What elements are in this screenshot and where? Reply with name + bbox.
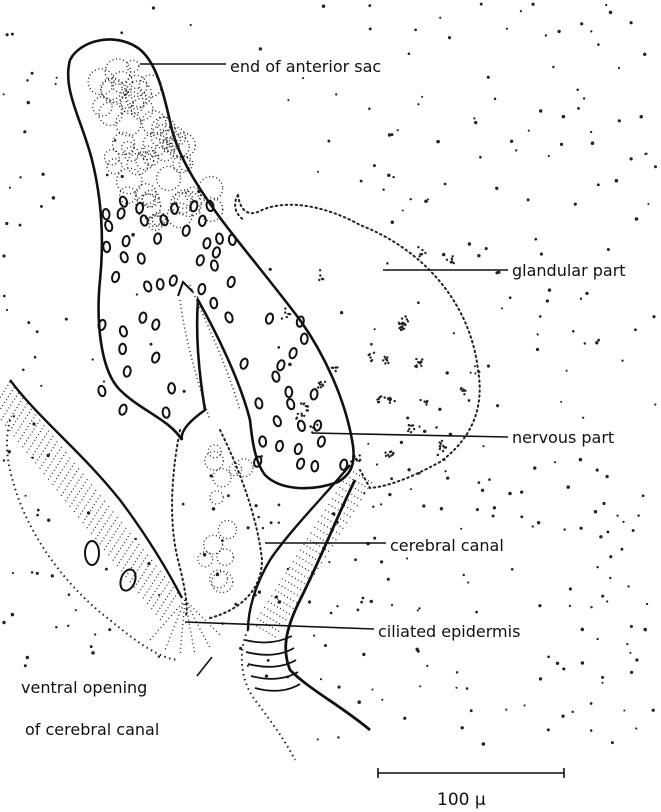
label-ciliated-epidermis: ciliated epidermis xyxy=(378,624,520,640)
anterior-sac-cells xyxy=(88,59,223,230)
right-epidermis-band xyxy=(242,465,374,760)
label-nervous-part: nervous part xyxy=(512,430,614,446)
label-ventral-opening-line1: ventral opening xyxy=(21,680,147,696)
epidermis-striations xyxy=(245,636,300,691)
right-epidermis-cilia xyxy=(254,470,374,638)
ventral-epidermis-band xyxy=(0,380,220,660)
label-glandular-part: glandular part xyxy=(512,263,626,279)
label-ventral-opening-line2: of cerebral canal xyxy=(25,722,159,738)
label-end-of-anterior-sac: end of anterior sac xyxy=(230,59,381,75)
lower-glandular-region xyxy=(172,430,262,618)
scale-bar xyxy=(378,768,564,778)
leader-ventral-opening xyxy=(197,657,212,676)
lower-cell-outlines xyxy=(198,445,253,593)
glandular-part-shape xyxy=(235,195,480,488)
leader-nervous-part xyxy=(312,433,508,437)
inner-canal-lining xyxy=(178,282,240,420)
leader-ciliated-epidermis xyxy=(185,622,374,629)
left-epidermis-cilia xyxy=(0,382,178,621)
label-cerebral-canal: cerebral canal xyxy=(390,538,504,554)
glandular-cell-clusters xyxy=(281,246,467,463)
scale-bar-label: 100 μ xyxy=(437,792,486,809)
leader-lines xyxy=(140,64,508,676)
